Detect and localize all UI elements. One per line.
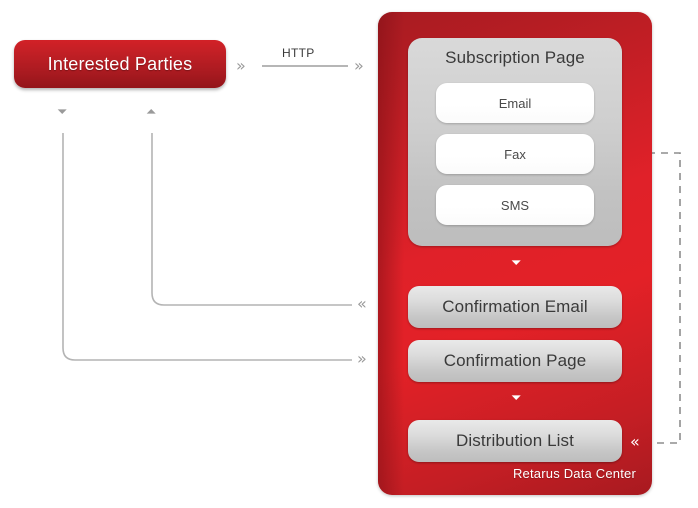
- connector-outbound-path: [62, 133, 352, 361]
- dashed-connector-marker-icon: «: [630, 432, 640, 451]
- actor-down-chevron-icon: ⏷: [57, 105, 67, 120]
- channel-box-sms[interactable]: SMS: [436, 185, 594, 225]
- stage-label-confirmation-page: Confirmation Page: [443, 351, 587, 370]
- connector-outbound-marker-icon: »: [357, 349, 367, 368]
- http-inbound-chevron-icon: »: [354, 56, 364, 75]
- channel-box-email[interactable]: Email: [436, 83, 594, 123]
- http-link-label: HTTP: [282, 46, 315, 60]
- channel-label-sms: SMS: [500, 197, 530, 213]
- data-center-caption: Retarus Data Center: [512, 466, 636, 481]
- stage-box-confirmation-page[interactable]: Confirmation Page: [408, 340, 622, 382]
- stage-label-confirmation-email: Confirmation Email: [442, 297, 588, 316]
- subscription-page-title: Subscription Page: [445, 48, 585, 67]
- channel-box-fax[interactable]: Fax: [436, 134, 594, 174]
- channel-label-email: Email: [498, 95, 532, 111]
- interested-parties-label: Interested Parties: [47, 53, 193, 74]
- connector-inbound-path: [151, 133, 352, 306]
- connector-inbound-marker-icon: «: [357, 294, 367, 313]
- interested-parties-box[interactable]: Interested Parties: [14, 40, 226, 88]
- actor-up-chevron-icon: ⏶: [146, 105, 156, 120]
- flow-down-chevron-2-icon: ⏷: [511, 391, 521, 406]
- actor-outbound-chevron-icon: »: [236, 56, 246, 75]
- channel-label-fax: Fax: [504, 146, 526, 162]
- flow-down-chevron-1-icon: ⏷: [511, 256, 521, 271]
- subscription-page-group[interactable]: Subscription Page Email Fax SMS: [408, 38, 622, 246]
- stage-label-distribution-list: Distribution List: [456, 431, 574, 450]
- stage-box-distribution-list[interactable]: Distribution List: [408, 420, 622, 462]
- stage-box-confirmation-email[interactable]: Confirmation Email: [408, 286, 622, 328]
